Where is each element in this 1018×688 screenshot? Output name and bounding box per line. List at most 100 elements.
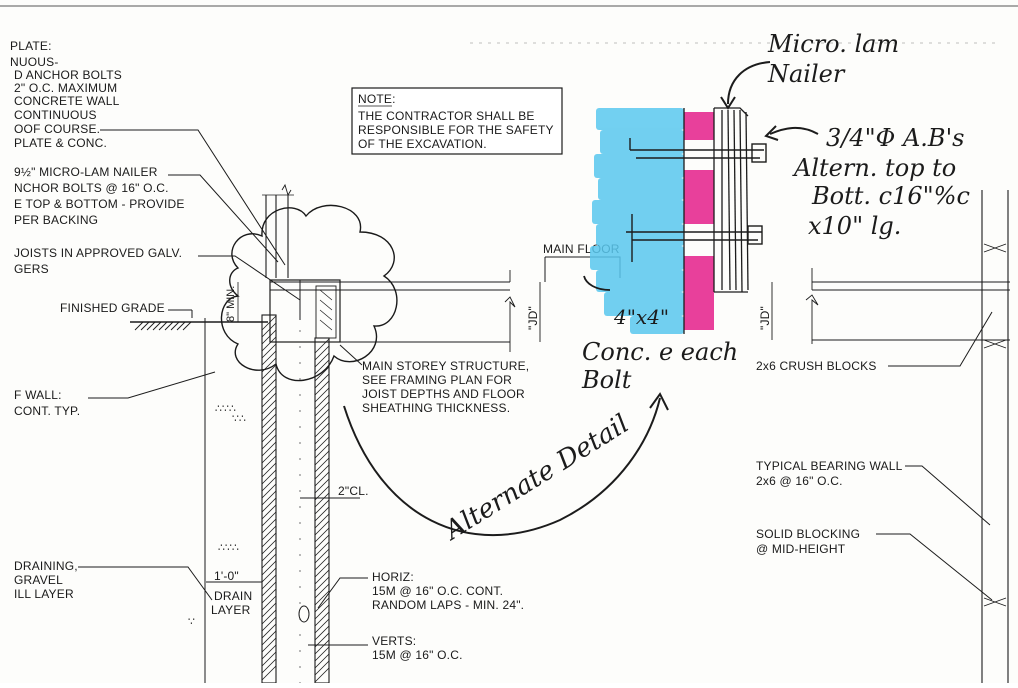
nailer-leader	[168, 174, 279, 263]
drain-layer-label: DRAIN	[214, 589, 252, 603]
foundation-wall: ∴∵∴ ∵∴ ∴∵∴ ∵	[188, 314, 330, 684]
note-line: RESPONSIBLE FOR THE SAFETY	[358, 123, 554, 137]
joists-note: JOISTS IN APPROVED GALV. GERS	[14, 246, 182, 276]
floor-joists-right	[805, 268, 1010, 344]
verts-note-line: 15M @ 16" O.C.	[372, 648, 463, 662]
nailer-note-line: PER BACKING	[14, 213, 98, 227]
wall-leader	[88, 371, 216, 399]
drain-note-line: ILL LAYER	[14, 587, 74, 601]
main-storey-note: MAIN STOREY STRUCTURE, SEE FRAMING PLAN …	[362, 359, 529, 415]
joists-note-line: GERS	[14, 262, 49, 276]
crush-blocks-leader	[888, 311, 993, 367]
plate-note-line: CONCRETE WALL	[14, 94, 120, 108]
anchor-bolt-label: Altern. top to	[792, 154, 956, 182]
nailer-note: 9½" MICRO-LAM NAILER NCHOR BOLTS @ 16" O…	[14, 165, 185, 227]
anchor-bolts	[626, 138, 767, 262]
note-line: OF THE EXCAVATION.	[358, 137, 487, 151]
micro-lam-arrow	[727, 61, 771, 105]
clearance-dimension: 2"CL.	[300, 484, 369, 499]
gravel-dots: ∴∵∴	[218, 542, 239, 554]
solid-blocking-note: SOLID BLOCKING @ MID-HEIGHT	[756, 527, 860, 556]
horiz-note: HORIZ: 15M @ 16" O.C. CONT. RANDOM LAPS …	[372, 570, 524, 612]
wall-note-line: CONT. TYP.	[14, 404, 80, 418]
jd-dimension-right: "JD"	[758, 282, 773, 340]
jd-label-left: "JD"	[526, 306, 540, 330]
alternate-detail-label: Alternate Detail	[438, 409, 634, 547]
min-dimension-label: 8" MIN.	[225, 286, 237, 322]
plate-note: PLATE: NUOUS- D ANCHOR BOLTS 2" O.C. MAX…	[10, 39, 122, 150]
blue-highlight	[590, 108, 684, 334]
solid-blocking-line: SOLID BLOCKING	[756, 527, 860, 541]
plate-note-line: D ANCHOR BOLTS	[14, 68, 122, 82]
crush-blocks-label: 2x6 CRUSH BLOCKS	[756, 359, 877, 373]
jd-label-right: "JD"	[758, 306, 772, 330]
bearing-wall-right	[981, 190, 1009, 683]
micro-lam-arrowhead	[720, 96, 736, 110]
bearing-wall-leader	[905, 465, 991, 526]
horiz-note-line: RANDOM LAPS - MIN. 24".	[372, 598, 524, 612]
bearing-wall-line: TYPICAL BEARING WALL	[756, 459, 903, 473]
jd-dimension-left: "JD"	[526, 282, 541, 342]
note-line: THE CONTRACTOR SHALL BE	[358, 109, 535, 123]
revision-cloud	[220, 204, 398, 382]
main-storey-line: MAIN STOREY STRUCTURE,	[362, 359, 529, 373]
magenta-block	[684, 170, 714, 224]
plate-note-line: CONTINUOUS	[14, 108, 97, 122]
solid-blocking-line: @ MID-HEIGHT	[756, 542, 846, 556]
micro-lam-label: Nailer	[767, 60, 846, 88]
grade-hatch	[130, 321, 268, 331]
upper-wall-left	[262, 183, 294, 278]
plate-note-line: 2" O.C. MAXIMUM	[14, 81, 117, 95]
nailer-note-line: NCHOR BOLTS @ 16" O.C.	[14, 181, 169, 195]
horiz-leader	[317, 577, 368, 609]
main-storey-line: JOIST DEPTHS AND FLOOR	[362, 387, 525, 401]
bolt-arrow	[769, 127, 819, 135]
nailer-note-line: E TOP & BOTTOM - PROVIDE	[14, 197, 185, 211]
plate-note-line: OOF COURSE.	[14, 122, 100, 136]
main-storey-line: SHEATHING THICKNESS.	[362, 401, 510, 415]
bearing-wall-line: 2x6 @ 16" O.C.	[756, 474, 843, 488]
bolt-arrowhead	[764, 125, 779, 141]
horiz-note-line: 15M @ 16" O.C. CONT.	[372, 584, 503, 598]
gravel-dots: ∵	[188, 616, 195, 628]
finished-grade-label: FINISHED GRADE	[60, 301, 165, 315]
joists-note-line: JOISTS IN APPROVED GALV.	[14, 246, 182, 260]
anchor-bolt-label: x10" lg.	[808, 212, 901, 240]
horiz-note-line: HORIZ:	[372, 570, 414, 584]
anchor-bolt-label: Bott. c16"%c	[811, 182, 970, 210]
gravel-dots: ∴∵∴	[215, 403, 236, 415]
drain-note: DRAINING, GRAVEL ILL LAYER	[14, 559, 78, 601]
alternate-detail-arrow	[343, 397, 661, 536]
clearance-label: 2"CL.	[338, 484, 369, 498]
floor-joists-left	[270, 270, 516, 352]
main-storey-line: SEE FRAMING PLAN FOR	[362, 373, 512, 387]
plate-note-line: PLATE & CONC.	[14, 136, 107, 150]
wall-note: F WALL: CONT. TYP.	[14, 388, 80, 418]
drain-leader	[78, 566, 213, 601]
anchor-bolt-label: 3/4"Φ A.B's	[826, 124, 964, 152]
bearing-wall-note: TYPICAL BEARING WALL 2x6 @ 16" O.C.	[756, 459, 903, 488]
drain-note-line: GRAVEL	[14, 573, 63, 587]
micro-lam-label: Micro. lam	[767, 30, 899, 58]
drain-dimension-label: 1'-0"	[214, 569, 239, 583]
alternate-detail-arrowhead	[649, 392, 669, 411]
plate-leader	[100, 129, 286, 266]
four-by-four-label: 4"x4"	[613, 305, 669, 329]
drain-note-line: DRAINING,	[14, 559, 78, 573]
drain-layer-label: LAYER	[211, 603, 251, 617]
magenta-block	[684, 256, 714, 330]
note-heading: NOTE:	[358, 92, 396, 106]
solid-blocking-leader	[876, 533, 993, 601]
rim-joist-assembly	[269, 279, 341, 343]
plate-note-line: PLATE:	[10, 39, 52, 53]
drain-dimension: 1'-0" DRAIN LAYER	[206, 569, 262, 617]
nailer-note-line: 9½" MICRO-LAM NAILER	[14, 165, 158, 179]
nailer-lines	[683, 107, 749, 334]
conc-bolt-label: Bolt	[581, 366, 632, 394]
magenta-block	[684, 112, 714, 140]
verts-note: VERTS: 15M @ 16" O.C.	[372, 634, 463, 662]
main-storey-leader	[339, 344, 363, 366]
note-box: NOTE: THE CONTRACTOR SHALL BE RESPONSIBL…	[351, 87, 563, 155]
